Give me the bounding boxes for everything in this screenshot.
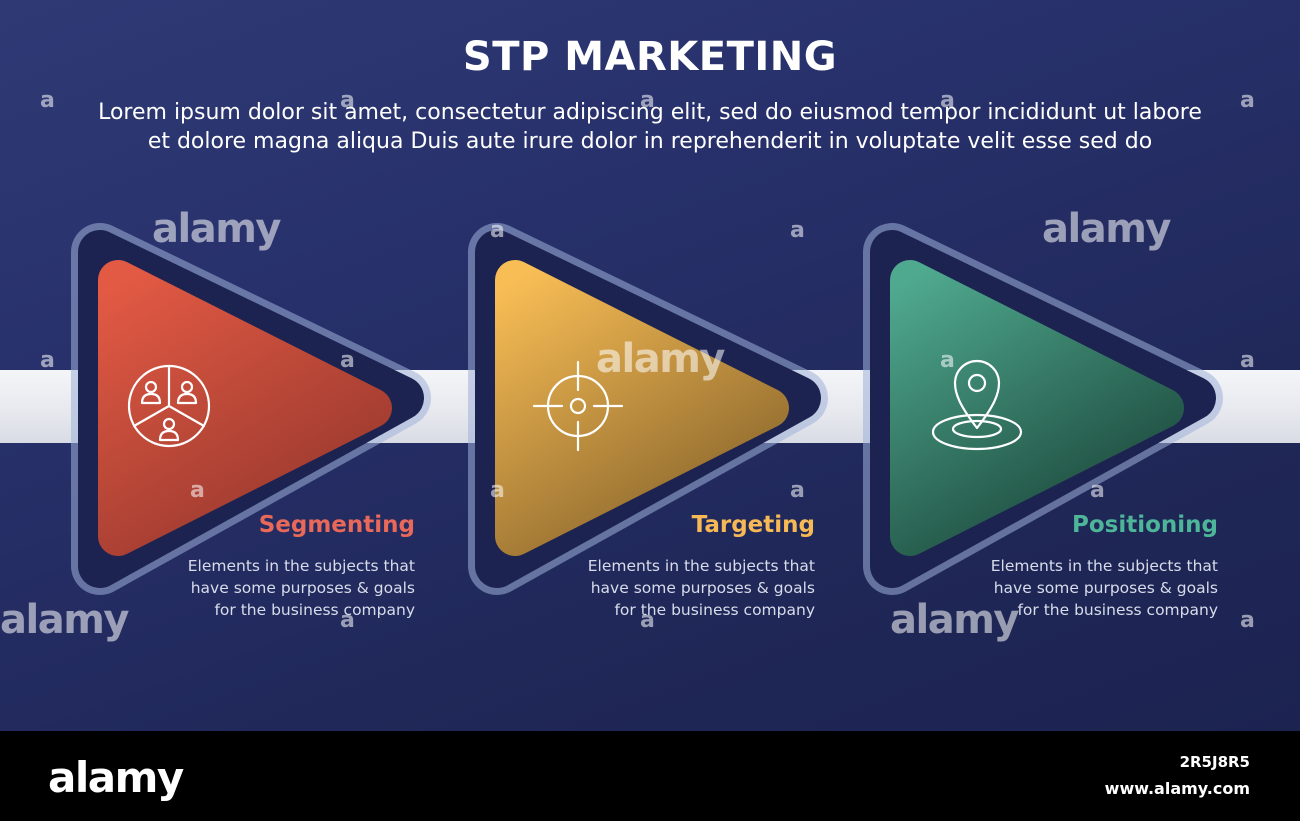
step-shapes bbox=[71, 223, 1223, 595]
step-1-arrow-fill bbox=[98, 260, 392, 556]
stock-image-id: 2R5J8R5 bbox=[1179, 753, 1250, 771]
step-1-desc-line: have some purposes & goals bbox=[190, 579, 415, 597]
step-2-desc-line: have some purposes & goals bbox=[590, 579, 815, 597]
subtitle-line: et dolore magna aliqua Duis aute irure d… bbox=[147, 129, 1153, 154]
step-2-arrow bbox=[468, 223, 828, 595]
step-2-title: Targeting bbox=[691, 512, 815, 538]
step-1-title: Segmenting bbox=[258, 512, 415, 538]
step-2-arrow-fill bbox=[495, 260, 789, 556]
map-pin-icon bbox=[931, 359, 1023, 451]
step-3-title: Positioning bbox=[1071, 512, 1218, 538]
slide: STP MARKETING Lorem ipsum dolor sit amet… bbox=[0, 0, 1300, 731]
step-1-desc-line: for the business company bbox=[214, 601, 415, 619]
stock-url: www.alamy.com bbox=[1104, 779, 1250, 798]
step-2-description: Elements in the subjects that have some … bbox=[515, 555, 815, 621]
step-3-arrow bbox=[863, 223, 1223, 595]
page-subtitle: Lorem ipsum dolor sit amet, consectetur … bbox=[50, 98, 1250, 156]
step-1-arrow bbox=[71, 223, 431, 595]
step-3-desc-line: have some purposes & goals bbox=[993, 579, 1218, 597]
step-2-desc-line: Elements in the subjects that bbox=[587, 557, 815, 575]
brand-logo: alamy bbox=[48, 753, 184, 802]
step-3-desc-line: for the business company bbox=[1017, 601, 1218, 619]
crosshair-target-icon bbox=[532, 360, 624, 452]
stock-footer: alamy 2R5J8R5 www.alamy.com bbox=[0, 731, 1300, 821]
step-1-desc-line: Elements in the subjects that bbox=[187, 557, 415, 575]
step-3-description: Elements in the subjects that have some … bbox=[918, 555, 1218, 621]
segmentation-people-icon bbox=[127, 364, 211, 448]
step-3-arrow-fill bbox=[890, 260, 1184, 556]
subtitle-line: Lorem ipsum dolor sit amet, consectetur … bbox=[98, 100, 1202, 125]
step-2-desc-line: for the business company bbox=[614, 601, 815, 619]
step-1-description: Elements in the subjects that have some … bbox=[115, 555, 415, 621]
step-3-desc-line: Elements in the subjects that bbox=[990, 557, 1218, 575]
page-title: STP MARKETING bbox=[462, 34, 838, 80]
